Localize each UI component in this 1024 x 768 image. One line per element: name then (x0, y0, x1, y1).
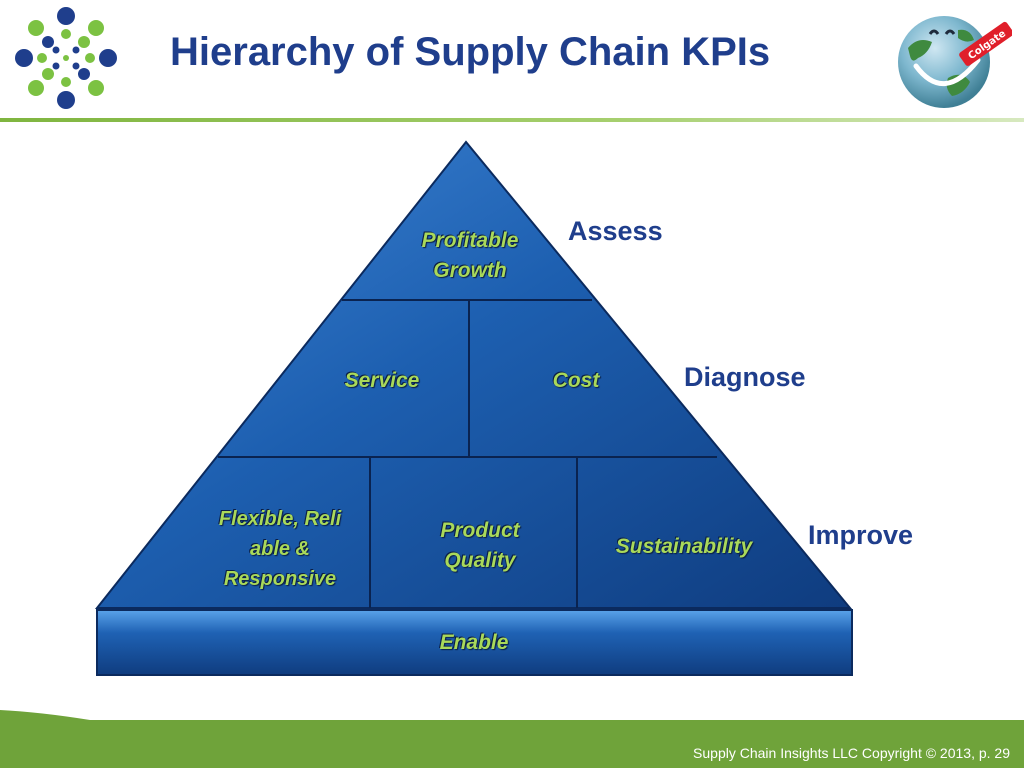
label-cost: Cost (506, 366, 646, 396)
label-profitable-growth: Profitable Growth (400, 226, 540, 286)
label-flexible-line2: able & (196, 534, 364, 564)
label-product-quality: Product Quality (410, 516, 550, 576)
label-flexible-reliable-responsive: Flexible, Reli able & Responsive (196, 504, 364, 594)
label-flexible-line1: Flexible, Reli (196, 504, 364, 534)
label-profitable-line1: Profitable (400, 226, 540, 256)
label-profitable-line2: Growth (400, 256, 540, 286)
level-assess: Assess (568, 216, 663, 247)
level-diagnose: Diagnose (684, 362, 806, 393)
label-service: Service (312, 366, 452, 396)
label-flexible-line3: Responsive (196, 564, 364, 594)
label-quality-line1: Product (410, 516, 550, 546)
label-enable: Enable (404, 628, 544, 658)
level-improve: Improve (808, 520, 913, 551)
label-sustainability: Sustainability (594, 532, 774, 562)
label-quality-line2: Quality (410, 546, 550, 576)
footer-copyright: Supply Chain Insights LLC Copyright © 20… (693, 745, 1010, 761)
